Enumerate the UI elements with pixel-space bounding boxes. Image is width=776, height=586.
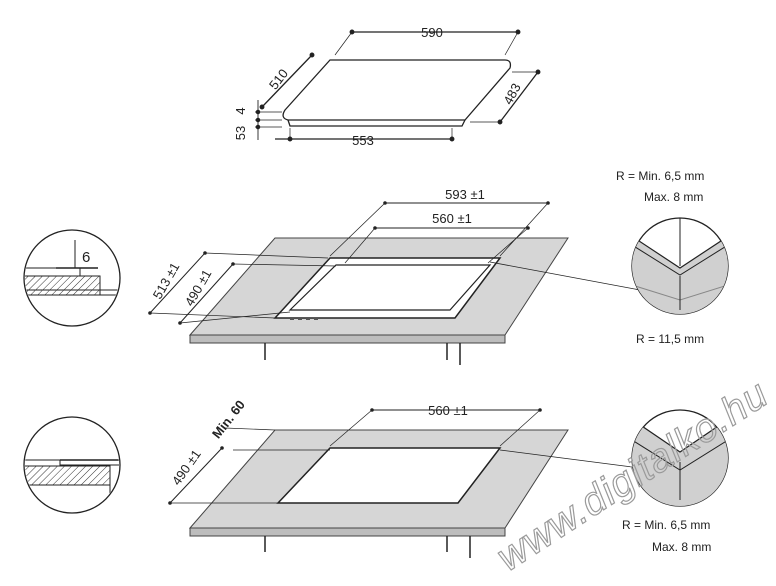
dim-cutout-inner-width: 560 ±1 bbox=[432, 211, 472, 226]
radius-max-label-flush: Max. 8 mm bbox=[644, 190, 703, 204]
hob-base bbox=[287, 119, 466, 127]
cutout-standard bbox=[276, 447, 502, 504]
radius-inner-label: R = 11,5 mm bbox=[636, 332, 704, 346]
radius-min-label-standard: R = Min. 6,5 mm bbox=[622, 518, 710, 532]
dim-cutout-width-standard: 560 ±1 bbox=[428, 403, 468, 418]
radius-detail-circle-standard bbox=[631, 409, 729, 507]
cutout-inner-flush bbox=[288, 264, 492, 311]
radius-max-label-standard: Max. 8 mm bbox=[652, 540, 711, 554]
hob-top-plate bbox=[282, 59, 512, 121]
dim-min-distance: Min. 60 bbox=[209, 397, 248, 441]
dim-step-depth: 6 bbox=[82, 249, 90, 266]
dim-cutout-outer-width: 593 ±1 bbox=[445, 187, 485, 202]
radius-min-label-flush: R = Min. 6,5 mm bbox=[616, 169, 704, 183]
dim-cutout-outer-depth: 513 ±1 bbox=[150, 260, 183, 302]
dim-height-53: 53 bbox=[233, 126, 248, 140]
dim-width-590: 590 bbox=[421, 25, 443, 40]
dim-thickness-4: 4 bbox=[233, 107, 248, 114]
flush-install-view bbox=[148, 201, 641, 365]
dim-depth-510: 510 bbox=[266, 66, 291, 92]
hob-dimension-view bbox=[255, 29, 541, 142]
dim-base-depth-483: 483 bbox=[500, 81, 523, 107]
radius-detail-circle-flush bbox=[631, 217, 729, 315]
rebate-detail-circle bbox=[23, 229, 121, 327]
standard-install-view bbox=[168, 408, 641, 558]
dim-base-width-553: 553 bbox=[352, 133, 374, 148]
countertop-detail-circle bbox=[23, 416, 121, 514]
dim-cutout-depth-standard: 490 ±1 bbox=[169, 447, 204, 488]
